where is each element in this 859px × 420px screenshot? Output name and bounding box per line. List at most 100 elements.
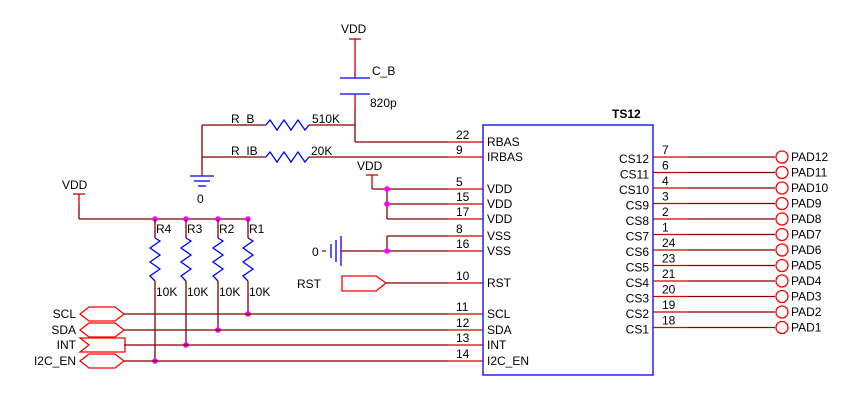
left-pin-12-number: 12 [456,316,470,330]
cap-ref: C_B [372,64,395,78]
pad-label-pad8: PAD8 [791,212,822,226]
right-pin-2-name: CS8 [626,214,650,228]
sda-port [78,322,126,338]
pad-label-pad9: PAD9 [791,197,822,211]
right-pin-1-name: CS7 [626,230,650,244]
left-pin-8-name: VSS [487,229,511,243]
cap-vdd-label: VDD [341,22,367,36]
pullup-value-r3: 10K [187,285,208,299]
cap-value: 820p [370,96,397,110]
left-pin-5-name: VDD [487,182,513,196]
left-pin-9-name: IRBAS [487,150,523,164]
right-pin-18-name: CS1 [626,323,650,337]
pad-label-pad1: PAD1 [791,321,822,335]
pad-label-pad7: PAD7 [791,228,822,242]
right-pin-20-name: CS3 [626,292,650,306]
left-pin-15-name: VDD [487,197,513,211]
right-pin-4-name: CS10 [619,183,649,197]
left-pin-12-name: SDA [487,323,512,337]
pullup-resistor-r4 [148,237,162,282]
rb-value: 510K [312,112,340,126]
pad-label-pad5: PAD5 [791,259,822,273]
left-pin-17-number: 17 [456,205,470,219]
left-pin-11-name: SCL [487,307,511,321]
pad-pad2 [775,305,789,319]
right-pin-3-number: 3 [662,190,669,204]
pad-label-pad2: PAD2 [791,305,822,319]
right-pin-6-number: 6 [662,159,669,173]
pullup-ref-r1: R1 [249,222,265,236]
rst-port [341,275,388,292]
right-pin-7-number: 7 [662,143,669,157]
rb-ref: R_B [231,112,254,126]
left-pin-22-name: RBAS [487,135,520,149]
right-pin-3-name: CS9 [626,199,650,213]
sda-label: SDA [51,323,76,337]
vdd-junction-1 [384,186,390,192]
rib-ref: R_IB [231,144,258,158]
pullup-ref-r3: R3 [187,222,203,236]
right-pin-21-number: 21 [662,267,676,281]
right-pin-20-number: 20 [662,283,676,297]
scl-label: SCL [53,307,77,321]
pad-label-pad6: PAD6 [791,243,822,257]
left-pin-15-number: 15 [456,190,470,204]
right-pin-1-number: 1 [662,221,669,235]
right-pin-19-name: CS2 [626,307,650,321]
pad-pad11 [775,165,789,180]
right-pin-6-name: CS11 [620,168,649,182]
pullup-resistor-r1 [241,237,255,282]
left-pin-17-name: VDD [487,212,513,226]
pad-label-pad12: PAD12 [791,150,828,164]
pad-label-pad11: PAD11 [791,166,828,180]
left-pin-11-number: 11 [456,300,469,314]
left-pin-22-number: 22 [456,128,470,142]
int-label: INT [57,338,77,352]
pullup-resistor-r2 [211,237,225,282]
pad-pad9 [775,196,789,211]
pullup-vdd-label: VDD [62,178,88,192]
left-pin-10-name: RST [487,276,512,290]
right-pin-24-name: CS6 [626,245,650,259]
i2c-en-port [78,353,126,369]
right-pin-21-name: CS4 [626,276,650,290]
chip-vdd-label: VDD [357,159,383,173]
left-pin-5-number: 5 [456,175,463,189]
vdd-junction-2 [384,201,390,207]
rst-label: RST [297,277,322,291]
pullup-resistor-r3 [179,237,193,282]
pad-label-pad4: PAD4 [791,274,822,288]
left-pin-13-number: 13 [456,331,470,345]
right-pin-24-number: 24 [662,236,676,250]
right-pin-23-name: CS5 [626,261,650,275]
pullup-value-r1: 10K [249,285,270,299]
pad-pad4 [775,274,789,288]
right-pin-18-number: 18 [662,314,676,328]
left-pin-16-number: 16 [456,237,470,251]
pullup-ref-r2: R2 [219,222,235,236]
pad-pad6 [775,243,789,257]
left-pin-14-number: 14 [456,347,470,361]
pullup-value-r4: 10K [156,285,177,299]
pad-pad1 [775,320,789,335]
scl-port [78,306,126,322]
left-pin-14-name: I2C_EN [487,354,529,368]
gnd-label: 0 [197,192,204,206]
ic-name: TS12 [612,107,641,121]
pad-pad10 [775,181,789,195]
right-pin-23-number: 23 [662,252,676,266]
right-pin-19-number: 19 [662,298,676,312]
pad-pad12 [775,150,789,164]
right-pin-4-number: 4 [662,174,669,188]
pad-pad3 [775,289,789,304]
left-pin-13-name: INT [487,338,507,352]
left-pin-9-number: 9 [456,143,463,157]
rib-value: 20K [311,144,332,158]
left-pin-10-number: 10 [456,269,470,283]
left-pin-8-number: 8 [456,222,463,236]
